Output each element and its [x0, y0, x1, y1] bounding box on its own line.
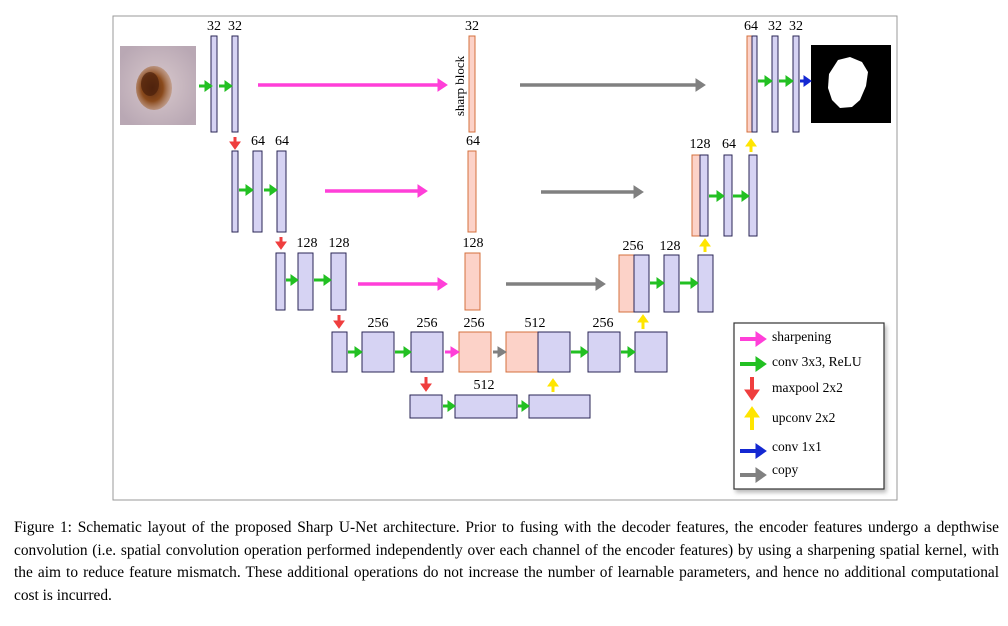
legend-label-maxpool: maxpool 2x2: [772, 380, 843, 395]
legend-label-conv1x1: conv 1x1: [772, 439, 822, 454]
legend-label-copy: copy: [772, 462, 798, 477]
label-l2-enc-2: 64: [275, 134, 289, 149]
label-l4-dec-2: 256: [593, 316, 614, 331]
legend-label-upconv: upconv 2x2: [772, 410, 835, 425]
label-l4-enc-2: 256: [417, 316, 438, 331]
block-l4-dec-up: [537, 331, 571, 373]
block-l5-2: [528, 394, 591, 419]
block-l1-dec-3: [792, 35, 800, 133]
label-l1-dec-1: 64: [744, 19, 758, 34]
block-l1-enc-1: [210, 35, 218, 133]
conv1x1-icon: [740, 443, 767, 459]
label-l3-dec-1: 256: [623, 239, 644, 254]
legend-item-conv: conv 3x3, ReLU: [740, 354, 862, 372]
copy-arrow: [493, 78, 706, 358]
block-l2-dec-3: [748, 154, 758, 237]
figure-caption: Figure 1: Schematic layout of the propos…: [14, 519, 999, 604]
connection-arrows: [199, 75, 812, 412]
label-l2-enc-1: 64: [251, 134, 265, 149]
legend-label-sharpening: sharpening: [772, 329, 831, 344]
label-l1-enc-2: 32: [228, 19, 242, 34]
block-l3-dec-up: [633, 254, 650, 313]
label-l1-dec-3: 32: [789, 19, 803, 34]
block-l3-enc-0: [275, 252, 286, 311]
legend-item-copy: copy: [740, 462, 798, 483]
label-l3-enc-1: 128: [297, 236, 318, 251]
block-l1-dec-2: [771, 35, 779, 133]
legend-box: [733, 322, 885, 490]
block-l2-sharp: [467, 150, 477, 233]
block-l2-dec-2: [723, 154, 733, 237]
block-l3-enc-1: [297, 252, 314, 311]
sharpening-arrow: [258, 78, 460, 358]
legend-label-conv: conv 3x3, ReLU: [772, 354, 862, 369]
label-sharp-block: sharp block: [452, 55, 467, 116]
block-l4-sharp: [458, 331, 492, 373]
block-l4-enc-1: [361, 331, 395, 373]
label-l4-dec-1: 512: [525, 316, 546, 331]
block-l2-dec-up: [699, 154, 709, 237]
label-l5: 512: [474, 378, 495, 393]
block-l3-dec-sharp: [618, 254, 635, 313]
label-l2-sharp: 64: [466, 134, 480, 149]
architecture-diagram: 32 32 32 64 32 32 64 64 64 128 64 128 12…: [112, 15, 898, 501]
legend-item-maxpool: maxpool 2x2: [744, 377, 843, 401]
block-l4-dec-2: [587, 331, 621, 373]
block-l4-enc-0: [331, 331, 348, 373]
label-l3-enc-2: 128: [329, 236, 350, 251]
upconv-icon: [744, 406, 760, 430]
block-l3-dec-2: [663, 254, 680, 313]
conv-icon: [740, 356, 767, 372]
block-l4-dec-3: [634, 331, 668, 373]
label-l3-sharp: 128: [463, 236, 484, 251]
output-mask-image: [811, 45, 891, 123]
label-l1-enc-1: 32: [207, 19, 221, 34]
block-l1-sharp: [468, 35, 476, 133]
block-l2-enc-0: [231, 150, 239, 233]
block-l1-enc-2: [231, 35, 239, 133]
conv-arrow: [199, 75, 794, 412]
block-l3-enc-2: [330, 252, 347, 311]
copy-icon: [740, 467, 767, 483]
label-l1-sharp: 32: [465, 19, 479, 34]
label-l4-sharp: 256: [464, 316, 485, 331]
block-l2-enc-1: [252, 150, 263, 233]
legend: sharpening conv 3x3, ReLU maxpool 2x2 up…: [733, 322, 885, 490]
label-l2-dec-2: 64: [722, 137, 736, 152]
sharpening-icon: [740, 331, 767, 347]
label-l4-enc-1: 256: [368, 316, 389, 331]
block-l5-1: [454, 394, 518, 419]
legend-item-sharpening: sharpening: [740, 329, 831, 347]
block-l1-dec-sharp: [746, 35, 753, 133]
block-l2-dec-sharp: [691, 154, 701, 237]
label-l3-dec-2: 128: [660, 239, 681, 254]
label-l2-dec-1: 128: [690, 137, 711, 152]
conv1x1-arrow: [800, 75, 812, 87]
block-l3-sharp: [464, 252, 481, 311]
block-l4-enc-2: [410, 331, 444, 373]
upconv-arrow: [547, 138, 757, 392]
block-l5-0: [409, 394, 443, 419]
maxpool-icon: [744, 377, 760, 401]
block-l1-dec-up: [751, 35, 758, 133]
input-image: [120, 46, 196, 125]
block-l3-dec-3: [697, 254, 714, 313]
block-l2-enc-2: [276, 150, 287, 233]
legend-item-upconv: upconv 2x2: [744, 406, 835, 430]
maxpool-arrow: [229, 137, 432, 392]
legend-item-conv1x1: conv 1x1: [740, 439, 822, 459]
label-l1-dec-2: 32: [768, 19, 782, 34]
block-l4-dec-sharp: [505, 331, 539, 373]
